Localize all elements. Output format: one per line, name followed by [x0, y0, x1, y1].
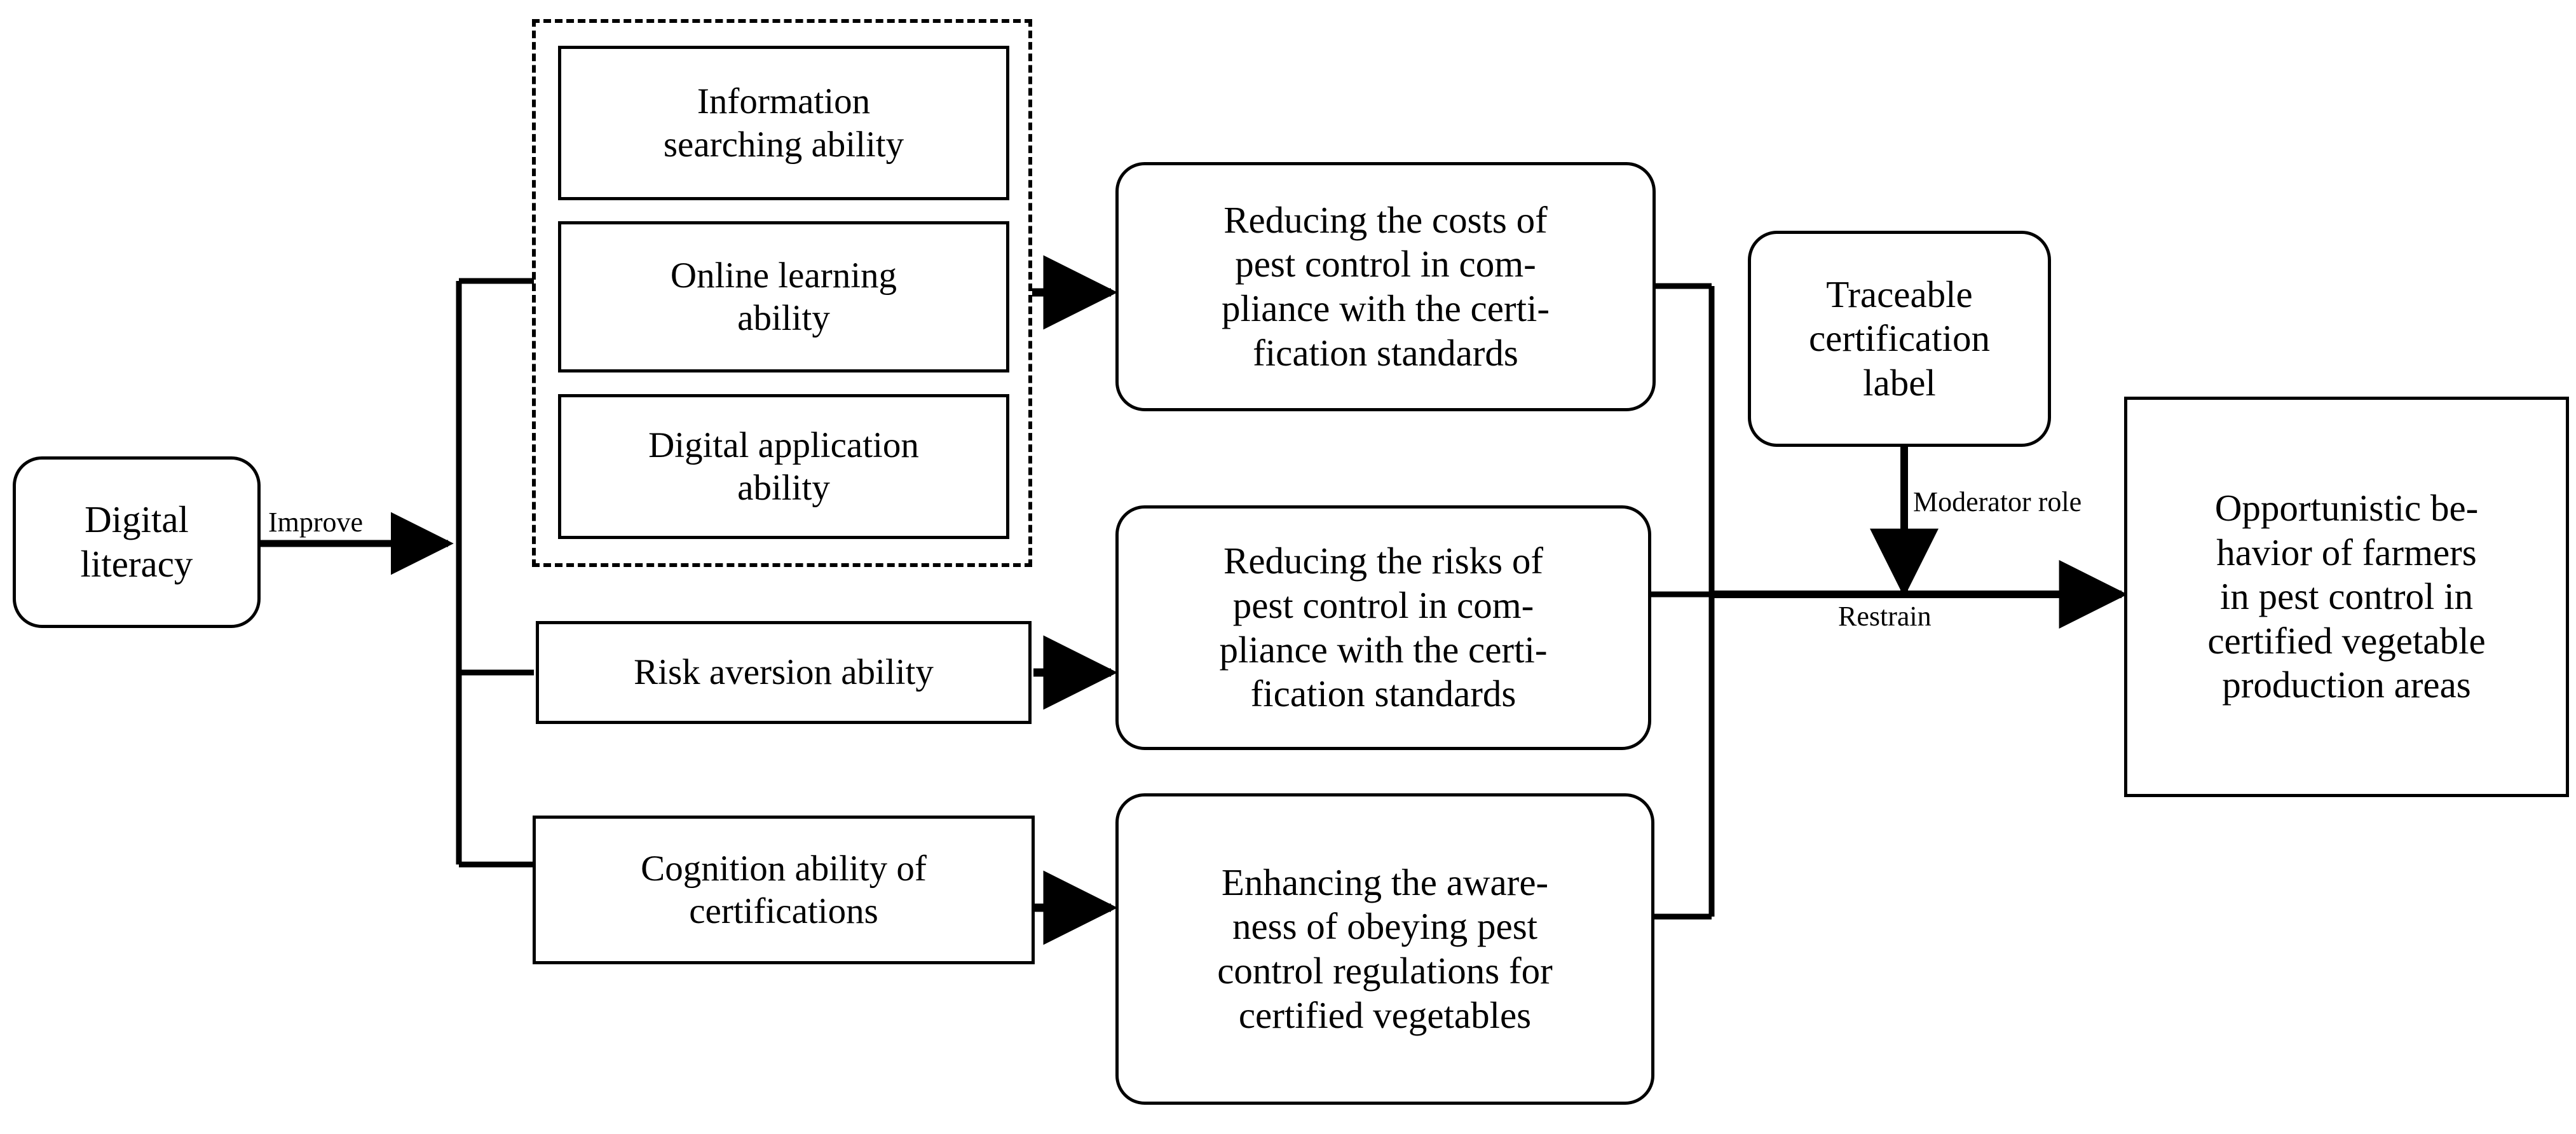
node-cognition-ability-certifications[interactable]: Cognition ability of certifications	[533, 816, 1035, 964]
node-digital-literacy[interactable]: Digital literacy	[13, 456, 261, 628]
edge-label-moderator-role: Moderator role	[1911, 488, 2085, 516]
node-digital-application-ability-label: Digital application ability	[648, 425, 919, 508]
node-reducing-risks-label: Reducing the risks of pest control in co…	[1219, 540, 1548, 715]
node-risk-aversion-ability[interactable]: Risk aversion ability	[536, 621, 1032, 724]
node-online-learning-ability[interactable]: Online learning ability	[558, 221, 1009, 372]
node-online-learning-ability-label: Online learning ability	[670, 255, 897, 338]
node-cognition-ability-certifications-label: Cognition ability of certifications	[641, 848, 927, 931]
node-traceable-certification-label[interactable]: Traceable certification label	[1748, 231, 2051, 447]
node-information-searching-ability-label: Information searching ability	[663, 81, 904, 165]
node-digital-literacy-label: Digital literacy	[80, 498, 193, 585]
node-reducing-costs-label: Reducing the costs of pest control in co…	[1221, 198, 1550, 374]
node-enhancing-awareness[interactable]: Enhancing the aware- ness of obeying pes…	[1115, 793, 1654, 1105]
node-reducing-risks[interactable]: Reducing the risks of pest control in co…	[1115, 505, 1651, 750]
node-opportunistic-behavior[interactable]: Opportunistic be- havior of farmers in p…	[2124, 397, 2569, 797]
edge-label-improve: Improve	[266, 509, 366, 536]
node-enhancing-awareness-label: Enhancing the aware- ness of obeying pes…	[1217, 861, 1553, 1036]
node-traceable-certification-label-text: Traceable certification label	[1808, 273, 1990, 404]
node-reducing-costs[interactable]: Reducing the costs of pest control in co…	[1115, 162, 1656, 411]
node-information-searching-ability[interactable]: Information searching ability	[558, 46, 1009, 200]
ability-group-dashed-container	[532, 19, 1032, 567]
node-opportunistic-behavior-label: Opportunistic be- havior of farmers in p…	[2207, 486, 2486, 706]
node-digital-application-ability[interactable]: Digital application ability	[558, 394, 1009, 539]
edge-label-restrain: Restrain	[1836, 603, 1934, 631]
node-risk-aversion-ability-label: Risk aversion ability	[634, 652, 934, 693]
